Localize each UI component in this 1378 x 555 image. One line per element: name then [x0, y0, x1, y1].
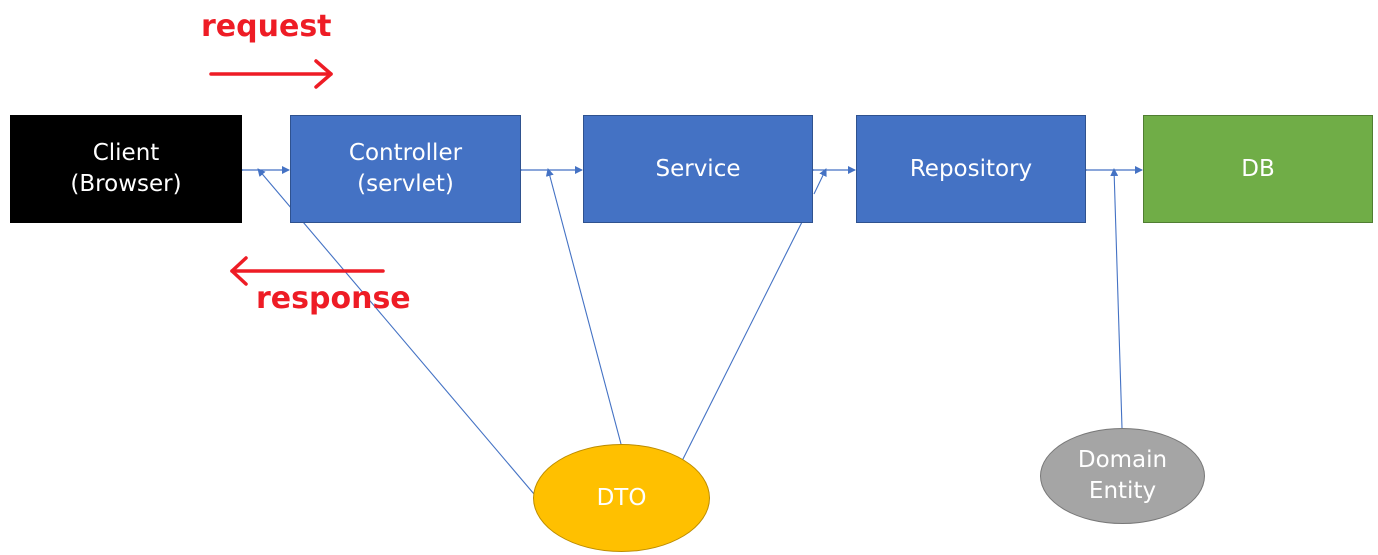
- response-label: response: [256, 281, 411, 316]
- domain-entity-label: Domain Entity: [1077, 447, 1168, 504]
- request-label: request: [201, 9, 332, 44]
- repository-box: Repository: [856, 115, 1086, 223]
- response-arrow: [230, 256, 385, 286]
- service-repository-short-line: [813, 168, 827, 195]
- dto-to-client-controller-line: [257, 168, 535, 495]
- client-box: Client (Browser): [10, 115, 242, 223]
- controller-box: Controller (servlet): [290, 115, 521, 223]
- domain-entity-to-repository-db-line: [1110, 168, 1123, 429]
- dto-label: DTO: [596, 484, 647, 511]
- db-box: DB: [1143, 115, 1373, 223]
- dto-to-service-repository-line: [681, 221, 803, 462]
- controller-label: Controller (servlet): [348, 140, 463, 197]
- service-label: Service: [655, 155, 741, 182]
- client-label: Client (Browser): [70, 140, 182, 197]
- dto-ellipse: DTO: [533, 444, 710, 552]
- service-box: Service: [583, 115, 813, 223]
- request-arrow: [209, 59, 333, 89]
- db-label: DB: [1241, 155, 1275, 182]
- domain-entity-ellipse: Domain Entity: [1040, 428, 1205, 524]
- dto-to-controller-service-line: [545, 168, 622, 445]
- repository-label: Repository: [909, 155, 1033, 182]
